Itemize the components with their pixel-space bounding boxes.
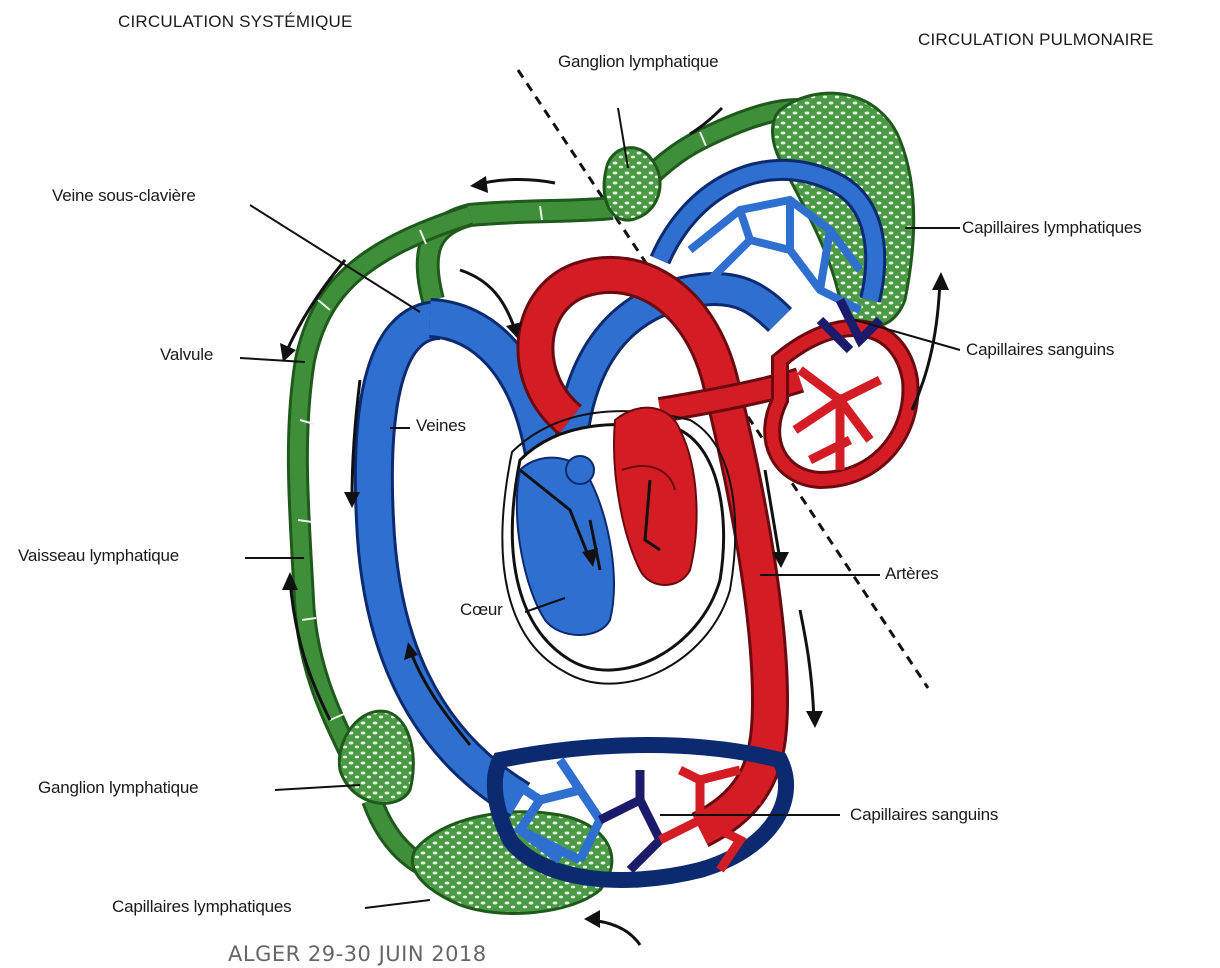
heart (502, 408, 735, 684)
pulmonary-circulation-header: CIRCULATION PULMONAIRE (918, 30, 1154, 50)
label-ganglion-bottom: Ganglion lymphatique (38, 778, 198, 798)
label-valvule: Valvule (160, 345, 213, 365)
label-capillaires-sanguins-right: Capillaires sanguins (966, 340, 1114, 360)
label-capillaires-lymphatiques-bottom: Capillaires lymphatiques (112, 897, 291, 917)
label-arteres: Artères (885, 564, 938, 584)
label-ganglion-top: Ganglion lymphatique (558, 52, 718, 72)
lymph-node-bottom (339, 711, 413, 803)
systemic-circulation-header: CIRCULATION SYSTÉMIQUE (118, 12, 353, 32)
label-veines: Veines (416, 416, 466, 436)
footer-event-date: ALGER 29-30 JUIN 2018 (228, 942, 487, 966)
label-capillaires-sanguins-bottom: Capillaires sanguins (850, 805, 998, 825)
label-vaisseau-lymphatique: Vaisseau lymphatique (18, 546, 179, 566)
label-capillaires-lymphatiques-right: Capillaires lymphatiques (962, 218, 1141, 238)
label-coeur: Cœur (460, 600, 503, 620)
label-veine-sous-claviere: Veine sous-clavière (52, 186, 196, 206)
lymph-node-top (604, 148, 660, 220)
